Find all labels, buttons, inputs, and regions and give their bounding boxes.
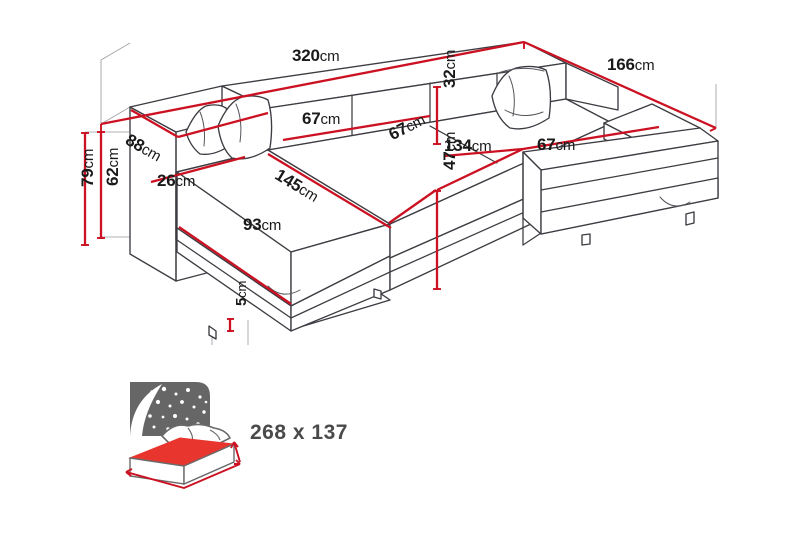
dim-47-unit: cm [442,131,459,152]
dim-93-value: 93 [243,215,262,234]
dimension-label-67-a: 67cm [302,110,340,127]
dimline-26-run [177,111,269,139]
dim-79-value: 79 [78,168,97,187]
dim-320-value: 320 [292,46,320,65]
dimension-label-79: 79cm [78,148,97,187]
sleeping-area-label: 268 x 137 [250,421,348,444]
dimension-label-166: 166cm [607,55,655,74]
dim-166-unit: cm [634,57,655,74]
dimension-label-320: 320cm [292,46,340,65]
dim-320-unit: cm [319,48,340,65]
dimline-134-diag [436,147,524,192]
dimline-26-lower [150,155,246,184]
dimline-88-top [130,109,179,138]
dimline-67b-run [388,189,437,224]
dimension-label-134: 134cm [444,136,492,155]
dimline-320 [100,40,525,126]
dim-62-unit: cm [105,147,122,168]
sky-swoosh [130,384,162,436]
dimension-label-26: 26cm [157,172,195,189]
dimension-lines [81,40,717,332]
dimline-145 [267,153,392,229]
right-chaise-drawer [540,177,719,235]
dimline-166 [523,40,717,130]
dim-67a-unit: cm [320,111,341,128]
dimline-93-front [178,226,292,305]
dim-79-unit: cm [80,148,97,169]
dim-134-value: 134 [444,136,472,155]
bed-dim-arrows [125,463,241,490]
dimension-label-67-c: 67cm [537,136,575,153]
dimension-label-5: 5cm [233,280,250,306]
dimension-label-47: 47cm [440,131,459,170]
dim-47-value: 47 [440,151,459,170]
right-leg-right [685,211,695,226]
dimension-label-62: 62cm [103,147,122,186]
left-leg-front [208,325,217,340]
dim-93-unit: cm [261,217,282,234]
dim-62-value: 62 [103,167,122,186]
dimension-label-93: 93cm [243,216,281,233]
right-back-corner-panel [565,62,619,111]
dimline-134-line [443,147,524,158]
dimline-67c [522,125,660,151]
dim-67a-value: 67 [302,109,321,128]
dim-134-unit: cm [471,138,492,155]
dim-67c-unit: cm [555,137,576,154]
left-storage-handle [267,285,301,295]
right-leg-left [581,233,591,246]
dim-26-value: 26 [157,171,176,190]
bed-base-side [183,442,235,486]
dim-5-value: 5 [233,297,250,306]
dimension-label-32: 32cm [440,49,459,88]
dimline-67a-run [282,114,431,142]
left-leg-right [373,288,382,300]
dim-5-unit: cm [234,280,249,298]
dim-166-value: 166 [607,55,635,74]
dim-26-unit: cm [175,173,196,190]
dim-67c-value: 67 [537,135,556,154]
dim-32-value: 32 [440,69,459,88]
cushions [185,65,552,160]
right-storage-handle [659,196,691,207]
sofa-outline [129,41,719,340]
sofa-bed-icon [125,382,241,490]
dim-32-unit: cm [442,49,459,70]
